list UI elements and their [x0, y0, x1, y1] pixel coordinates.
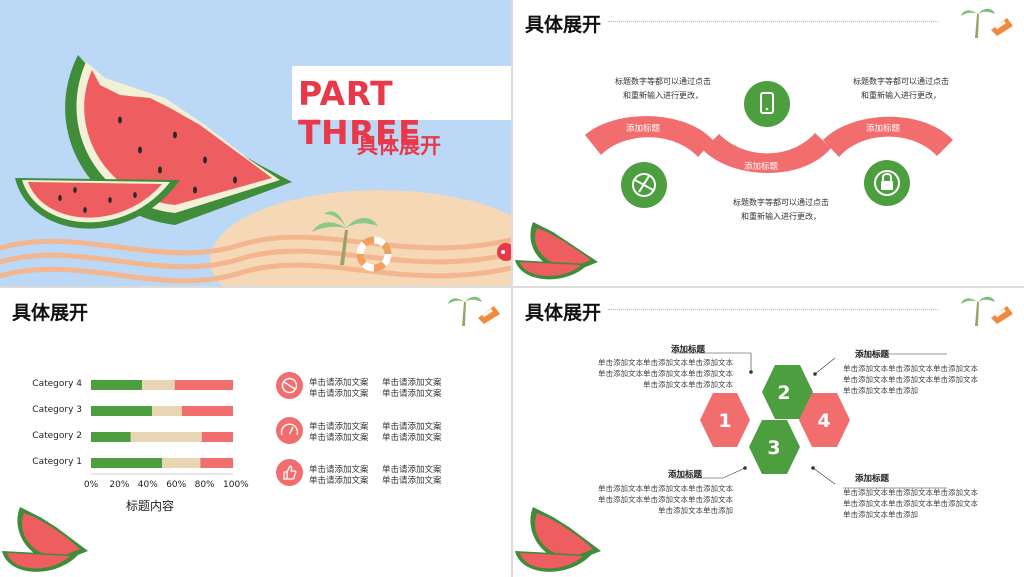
- bar-segment: [181, 406, 233, 416]
- text-block-top-right[interactable]: 添加标题 单击添加文本单击添加文本单击添加文本单击添加文本单击添加文本单击添加文…: [843, 348, 993, 396]
- cover-subtitle[interactable]: 具体展开: [357, 134, 441, 158]
- text-line: 和重新输入进行更改，: [861, 91, 941, 100]
- slide-title[interactable]: 具体展开: [12, 302, 89, 324]
- block-text: 单击添加文本单击添加文本单击添加文本单击添加文本单击添加文本单击添加文本单击添加…: [598, 358, 733, 389]
- x-tick-label: 100%: [223, 480, 249, 490]
- watermelon-deco-icon: [515, 222, 598, 280]
- slide-1-cover[interactable]: PART THREE 具体展开: [0, 0, 511, 286]
- hex-3-label[interactable]: 3: [767, 437, 781, 459]
- palm-deco-icon: [961, 8, 1013, 38]
- text-line: 标题数字等都可以通过点击: [733, 198, 829, 207]
- block-text: 单击添加文本单击添加文本单击添加文本单击添加文本单击添加文本单击添加文本单击添加…: [598, 484, 733, 515]
- title-divider: [608, 21, 938, 22]
- x-tick-label: 60%: [166, 480, 187, 490]
- category-label: Category 4: [32, 379, 82, 389]
- hex-4-label[interactable]: 4: [817, 410, 831, 432]
- block-title: 添加标题: [855, 474, 890, 484]
- text-block-3[interactable]: 标题数字等都可以通过点击 和重新输入进行更改，: [831, 75, 971, 103]
- text-block-2[interactable]: 标题数字等都可以通过点击 和重新输入进行更改，: [711, 196, 851, 224]
- arc-label-2[interactable]: 添加标题: [744, 162, 779, 172]
- cover-title[interactable]: PART THREE: [298, 74, 422, 152]
- globe-icon: [276, 372, 303, 399]
- thumbs-up-icon: [276, 459, 303, 486]
- arc-label-3[interactable]: 添加标题: [866, 124, 901, 134]
- palm-deco-icon: [448, 296, 500, 326]
- slide-title[interactable]: 具体展开: [525, 302, 602, 324]
- bar-segment: [91, 432, 131, 442]
- item-text-b: 单击请添加文案单击请添加文案: [382, 378, 442, 399]
- bar-segment: [200, 458, 233, 468]
- slide-2-arc-process[interactable]: 具体展开 添加标题 添加标题 添加标题 标题数字等都可以通过点击 和重新输入进行…: [513, 0, 1024, 286]
- cover-illustration: [0, 55, 511, 286]
- lock-icon[interactable]: [864, 160, 910, 206]
- globe-icon[interactable]: [621, 162, 667, 208]
- arc-label-1[interactable]: 添加标题: [626, 124, 661, 134]
- text-line: 和重新输入进行更改，: [623, 91, 703, 100]
- x-tick-label: 80%: [194, 480, 215, 490]
- bar-segment: [142, 380, 175, 390]
- item-text-b: 单击请添加文案单击请添加文案: [382, 465, 442, 486]
- palm-deco-icon: [961, 296, 1013, 326]
- bar-segment: [162, 458, 201, 468]
- block-title: 添加标题: [668, 470, 703, 480]
- block-title: 添加标题: [855, 350, 890, 360]
- title-divider: [608, 309, 938, 310]
- watermelon-deco-icon: [515, 507, 601, 572]
- x-tick-label: 20%: [109, 480, 130, 490]
- text-line: 标题数字等都可以通过点击: [853, 77, 949, 86]
- bar-segment: [91, 458, 162, 468]
- bar-segment: [91, 406, 153, 416]
- bar-segment: [174, 380, 233, 390]
- category-label: Category 2: [32, 431, 82, 441]
- hex-connectors: [673, 352, 947, 489]
- slide-4-hexagons[interactable]: 具体展开 2 1 4 3 添加标题 单击添加文本单击添加文本单击添加文本单击添加…: [513, 288, 1024, 577]
- block-text: 单击添加文本单击添加文本单击添加文本单击添加文本单击添加文本单击添加文本单击添加…: [843, 488, 978, 519]
- slide-title[interactable]: 具体展开: [525, 14, 602, 36]
- text-line: 标题数字等都可以通过点击: [615, 77, 711, 86]
- item-text-a: 单击请添加文案单击请添加文案: [309, 422, 369, 443]
- gauge-icon: [276, 417, 303, 444]
- category-label: Category 1: [32, 457, 82, 467]
- item-text-a: 单击请添加文案单击请添加文案: [309, 465, 369, 486]
- bar-segment: [152, 406, 182, 416]
- item-text-a: 单击请添加文案单击请添加文案: [309, 378, 369, 399]
- stacked-bar-chart[interactable]: Category 1 Category 2 Category 3 Category 4…: [0, 288, 270, 528]
- bar-segment: [130, 432, 202, 442]
- phone-icon[interactable]: [744, 81, 790, 127]
- bar-segment: [91, 380, 143, 390]
- block-text: 单击添加文本单击添加文本单击添加文本单击添加文本单击添加文本单击添加文本单击添加…: [843, 364, 978, 395]
- x-tick-label: 40%: [137, 480, 158, 490]
- text-block-bottom-left[interactable]: 添加标题 单击添加文本单击添加文本单击添加文本单击添加文本单击添加文本单击添加文…: [583, 468, 733, 516]
- category-label: Category 3: [32, 405, 82, 415]
- text-block-bottom-right[interactable]: 添加标题 单击添加文本单击添加文本单击添加文本单击添加文本单击添加文本单击添加文…: [843, 472, 993, 520]
- item-text-b: 单击请添加文案单击请添加文案: [382, 422, 442, 443]
- hex-1-label[interactable]: 1: [718, 410, 732, 432]
- text-block-1[interactable]: 标题数字等都可以通过点击 和重新输入进行更改，: [593, 75, 733, 103]
- text-block-top-left[interactable]: 添加标题 单击添加文本单击添加文本单击添加文本单击添加文本单击添加文本单击添加文…: [583, 343, 733, 390]
- bar-segment: [201, 432, 233, 442]
- block-title: 添加标题: [671, 345, 706, 355]
- title-box: [292, 66, 511, 120]
- text-line: 和重新输入进行更改，: [741, 212, 821, 221]
- arc-ribbon: [585, 116, 953, 173]
- hex-2-label[interactable]: 2: [777, 382, 791, 404]
- chart-x-label: 标题内容: [126, 499, 175, 513]
- chart-svg: [91, 380, 233, 475]
- watermelon-deco-icon: [2, 507, 88, 572]
- x-tick-label: 0%: [83, 480, 99, 490]
- hex-diagram: [673, 352, 947, 489]
